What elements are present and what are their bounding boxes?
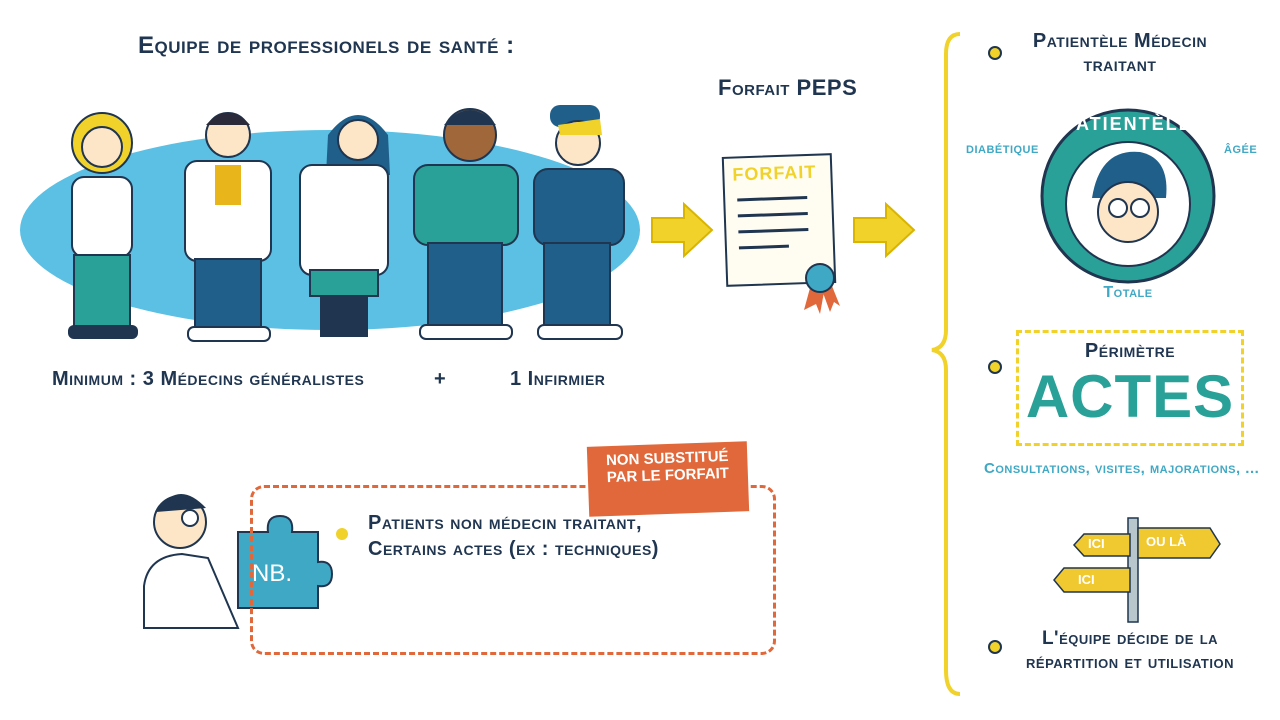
- signpost-icon: [1053, 517, 1221, 623]
- patientele-bottom-word: Totale: [1103, 284, 1153, 301]
- arrow-to-panel-icon: [853, 201, 916, 259]
- patientele-title-1: Patientèle Médecin: [1032, 30, 1208, 52]
- bullet-patientele: [988, 46, 1002, 60]
- forfait-doc-label: FORFAIT: [732, 161, 817, 185]
- person-1-doctor: [68, 112, 138, 339]
- patientele-right-word: âgée: [1224, 140, 1258, 157]
- equipe-line-1: L'équipe décide de la: [1041, 628, 1219, 649]
- sign-3-label: ICI: [1078, 572, 1095, 587]
- puzzle-piece-icon: [237, 514, 334, 609]
- patientele-left-word: diabétique: [966, 140, 1039, 157]
- person-2-doctor: [184, 112, 272, 342]
- bullet-nb: [336, 528, 348, 540]
- sign-1-label: ICI: [1088, 536, 1105, 551]
- perimetre-caption: Consultations, visites, majorations, ...: [984, 460, 1260, 477]
- nb-line-2: Certains actes (ex : techniques): [368, 538, 659, 560]
- person-4-nurse: [413, 108, 519, 340]
- person-3-doctor: [299, 115, 390, 337]
- team-caption-left: Minimum : 3 Médecins généralistes: [52, 368, 365, 390]
- bullet-perimetre: [988, 360, 1002, 374]
- team-illustration: [20, 105, 640, 342]
- equipe-line-2: répartition et utilisation: [1026, 652, 1234, 673]
- nb-line-1: Patients non médecin traitant,: [368, 512, 643, 534]
- perimetre-big-word: ACTES: [1025, 363, 1235, 430]
- patientele-title-2: traitant: [1083, 54, 1157, 76]
- perimetre-box: [1016, 330, 1244, 446]
- seal-icon: [804, 263, 840, 314]
- team-title: Equipe de professionels de santé :: [138, 32, 515, 59]
- person-5-nurse: [533, 105, 625, 340]
- sign-2-label: OU LÀ: [1146, 534, 1187, 549]
- nb-dashed-box: [250, 485, 776, 655]
- team-caption-right: 1 Infirmier: [510, 368, 606, 390]
- nb-person-illustration: [143, 493, 240, 629]
- team-caption-plus: +: [434, 368, 447, 390]
- perimetre-title: Périmètre: [1084, 340, 1176, 362]
- bullet-equipe: [988, 640, 1002, 654]
- patientele-badge: [1040, 108, 1216, 284]
- nb-tag: NON SUBSTITUÉ PAR LE FORFAIT: [586, 441, 750, 517]
- arrow-to-forfait-icon: [651, 201, 714, 259]
- forfait-title: Forfait PEPS: [718, 75, 858, 100]
- patientele-badge-text: PATIENTÈLE: [1063, 114, 1193, 134]
- puzzle-label: NB.: [252, 560, 293, 587]
- right-bracket: [931, 32, 961, 696]
